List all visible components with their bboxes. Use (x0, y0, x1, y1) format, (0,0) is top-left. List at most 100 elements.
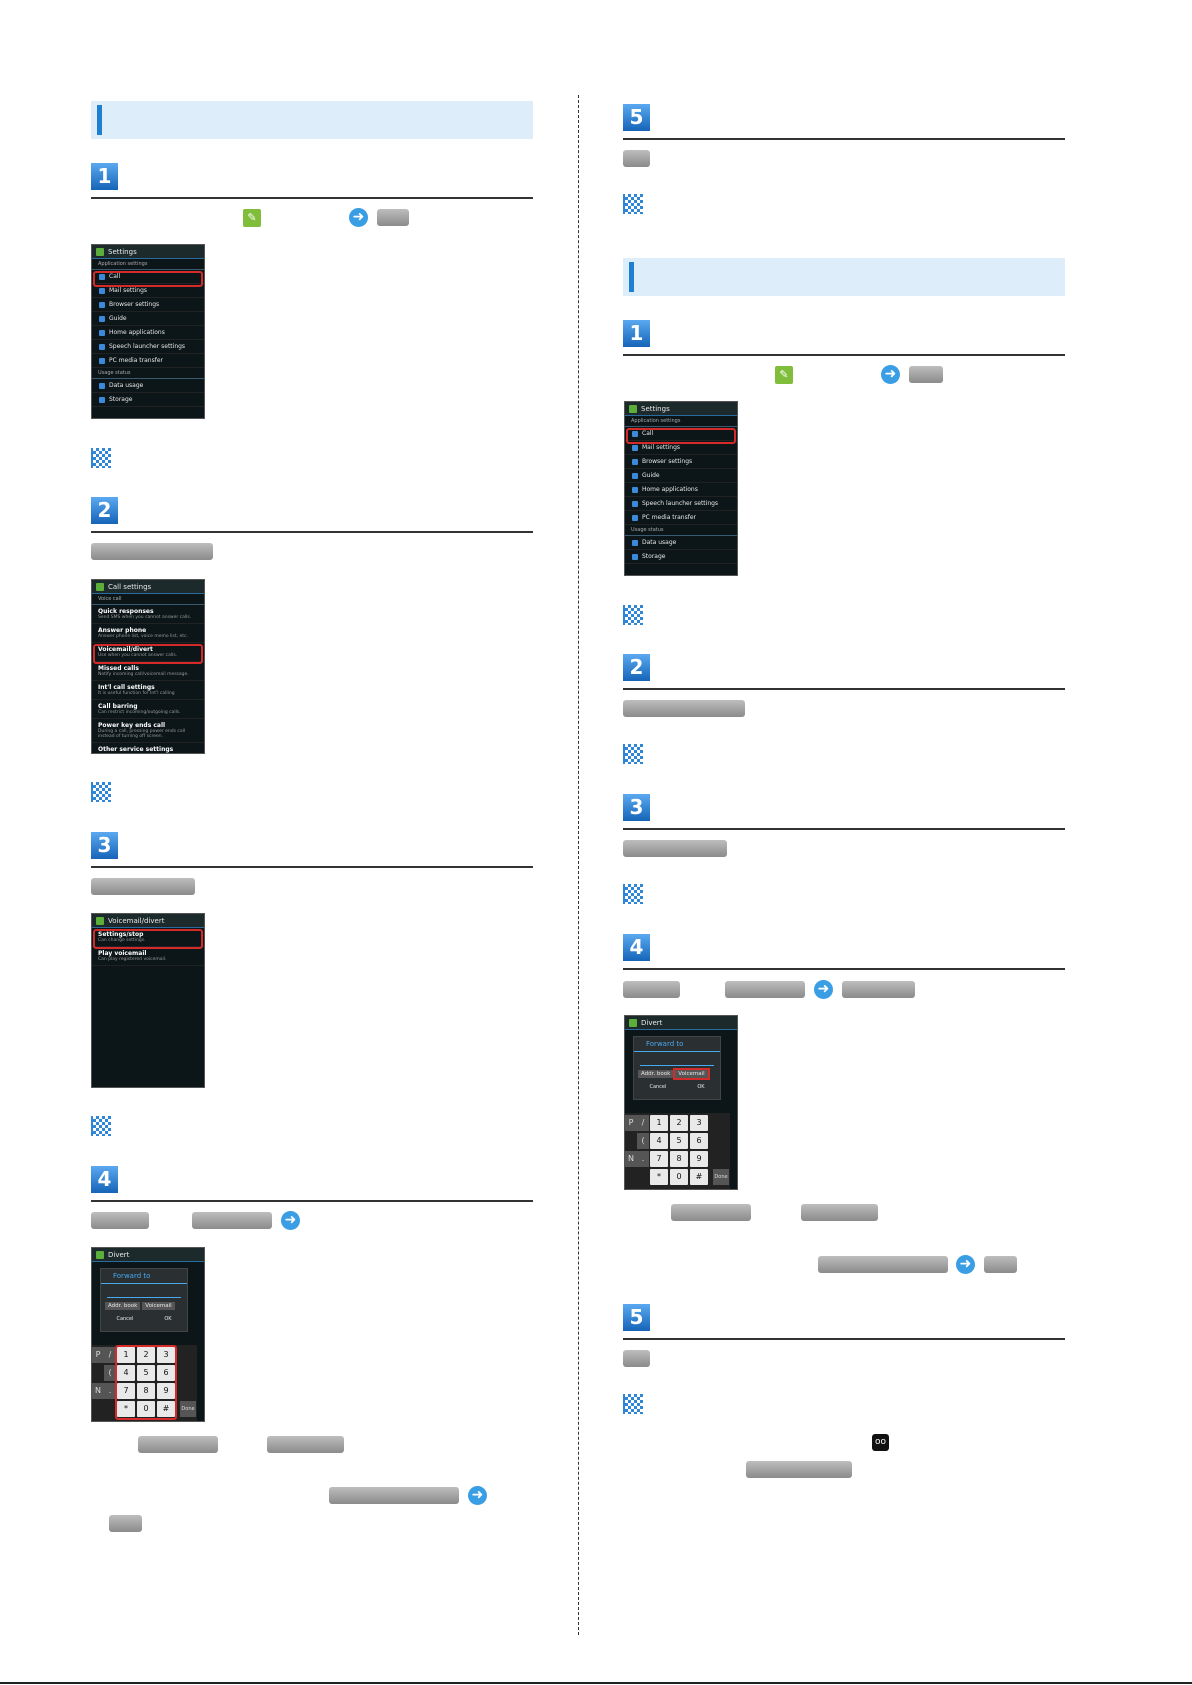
key[interactable]: 7 (650, 1151, 668, 1167)
highlight-box (115, 1345, 177, 1420)
column-divider (578, 95, 579, 1635)
cancel-button[interactable]: Cancel (649, 1084, 667, 1090)
settings-icon: ✎ (243, 209, 261, 227)
ok-button[interactable]: OK (697, 1084, 705, 1090)
key[interactable]: 2 (137, 1347, 155, 1363)
voicemail-icon: oo (872, 1434, 889, 1451)
option-pill (818, 1256, 948, 1273)
settings-item-call[interactable]: Call (92, 270, 204, 284)
voicemail-button[interactable]: Voicemail (142, 1302, 175, 1310)
key[interactable]: N (92, 1383, 104, 1399)
key[interactable]: 6 (157, 1365, 175, 1381)
step-number: 3 (91, 832, 118, 859)
addr-book-button[interactable]: Addr. book (105, 1302, 141, 1310)
screen-title: Settings (625, 402, 737, 416)
voicemail-button[interactable]: Voicemail (673, 1068, 710, 1080)
settings-item-speech[interactable]: Speech launcher settings (92, 340, 204, 354)
key[interactable]: # (157, 1401, 175, 1417)
settings-item-speech[interactable]: Speech launcher settings (625, 497, 737, 511)
key[interactable]: * (650, 1169, 668, 1185)
settings-item-mail[interactable]: Mail settings (625, 441, 737, 455)
flag-icon (623, 744, 643, 764)
option-pill (138, 1436, 218, 1453)
key[interactable]: N (625, 1151, 637, 1167)
key[interactable]: / (637, 1115, 649, 1131)
key[interactable]: 5 (670, 1133, 688, 1149)
key-done[interactable]: Done (180, 1401, 196, 1417)
key[interactable]: ( (104, 1365, 116, 1381)
key[interactable]: 3 (157, 1347, 175, 1363)
settings-item-browser[interactable]: Browser settings (92, 298, 204, 312)
key[interactable]: 2 (670, 1115, 688, 1131)
key[interactable]: * (117, 1401, 135, 1417)
key[interactable]: 6 (690, 1133, 708, 1149)
key[interactable]: 9 (157, 1383, 175, 1399)
settings-item-home[interactable]: Home applications (625, 483, 737, 497)
key[interactable]: 7 (117, 1383, 135, 1399)
key[interactable]: 4 (650, 1133, 668, 1149)
key[interactable]: ( (637, 1133, 649, 1149)
settings-item-guide[interactable]: Guide (92, 312, 204, 326)
option-pill (267, 1436, 344, 1453)
menu-key-pill (377, 209, 409, 226)
key[interactable]: 4 (117, 1365, 135, 1381)
key[interactable]: 0 (137, 1401, 155, 1417)
list-item[interactable]: Other service settings (92, 743, 204, 753)
key[interactable]: . (637, 1151, 649, 1167)
settings-item-browser[interactable]: Browser settings (625, 455, 737, 469)
settings-item-guide[interactable]: Guide (625, 469, 737, 483)
cancel-button[interactable]: Cancel (116, 1316, 134, 1322)
highlight-box (626, 428, 736, 444)
screen-title: Voicemail/divert (92, 914, 204, 928)
key[interactable]: 1 (117, 1347, 135, 1363)
settings-item-call[interactable]: Call (625, 427, 737, 441)
ok-button[interactable]: OK (164, 1316, 172, 1322)
key[interactable]: 9 (690, 1151, 708, 1167)
settings-item-pc[interactable]: PC media transfer (625, 511, 737, 525)
option-pill (671, 1204, 751, 1221)
key[interactable]: 0 (670, 1169, 688, 1185)
call-settings-screen: Call settings Voice call Quick responses… (91, 579, 205, 754)
key[interactable]: # (690, 1169, 708, 1185)
settings-item-storage[interactable]: Storage (92, 393, 204, 407)
key[interactable]: P (625, 1115, 637, 1131)
settings-item-pc[interactable]: PC media transfer (92, 354, 204, 368)
addr-book-button[interactable]: Addr. book (638, 1070, 674, 1078)
key[interactable]: 1 (650, 1115, 668, 1131)
settings-item-mail[interactable]: Mail settings (92, 284, 204, 298)
key[interactable]: . (104, 1383, 116, 1399)
step-number: 2 (91, 497, 118, 524)
key[interactable]: P (92, 1347, 104, 1363)
settings-icon: ✎ (775, 366, 793, 384)
number-input[interactable] (107, 1286, 181, 1298)
step-divider (623, 688, 1065, 690)
key[interactable]: 8 (670, 1151, 688, 1167)
flag-icon (623, 605, 643, 625)
settings-item-data[interactable]: Data usage (625, 536, 737, 550)
screen-title: Settings (92, 245, 204, 259)
key[interactable]: 3 (690, 1115, 708, 1131)
settings-item-home[interactable]: Home applications (92, 326, 204, 340)
key[interactable]: 5 (137, 1365, 155, 1381)
ok-pill (623, 150, 650, 167)
number-input[interactable] (640, 1054, 714, 1066)
key[interactable]: / (104, 1347, 116, 1363)
flag-icon (623, 1394, 643, 1414)
key-done[interactable]: Done (713, 1169, 729, 1185)
key[interactable]: 8 (137, 1383, 155, 1399)
option-pill (623, 981, 680, 998)
settings-item-storage[interactable]: Storage (625, 550, 737, 564)
section-label: Usage status (625, 525, 737, 536)
forward-dialog: Forward to Addr. book Voicemail Cancel O… (100, 1268, 188, 1332)
settings-item-data[interactable]: Data usage (92, 379, 204, 393)
